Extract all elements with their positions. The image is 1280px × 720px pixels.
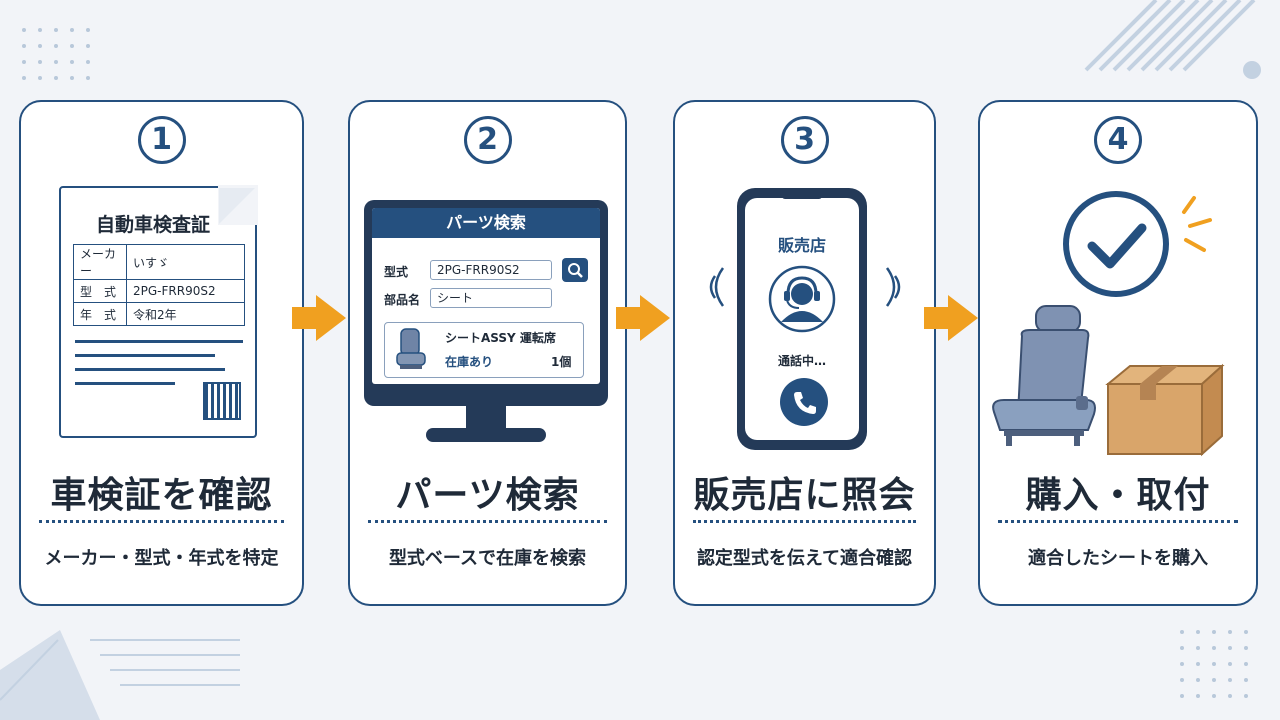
row-value: 令和2年	[126, 302, 245, 326]
divider	[998, 520, 1238, 523]
table-row: 年 式令和2年	[73, 302, 245, 326]
car-seat-icon	[992, 305, 1096, 446]
sound-waves-icon	[885, 267, 901, 307]
call-status: 通話中…	[777, 354, 826, 368]
search-result-item[interactable]: シートASSY 運転席 在庫あり 1個	[384, 322, 584, 378]
dealer-label: 販売店	[777, 236, 826, 255]
model-label: 型式	[384, 265, 409, 279]
row-value: いすゞ	[126, 244, 245, 280]
step-description: 型式ベースで在庫を検索	[388, 548, 587, 569]
step-number: 2	[463, 116, 512, 164]
checkmark-icon	[1063, 191, 1169, 297]
step-description: 認定型式を伝えて適合確認	[696, 548, 913, 569]
table-row: メーカーいすゞ	[73, 244, 245, 280]
divider	[693, 520, 916, 523]
part-input[interactable]: シート	[430, 288, 552, 308]
monitor-icon: パーツ検索 型式 2PG-FRR90S2 部品名 シート シートASSY 運転席…	[364, 200, 608, 406]
model-input[interactable]: 2PG-FRR90S2	[430, 260, 552, 280]
step-description: メーカー・型式・年式を特定	[44, 548, 279, 569]
search-icon	[568, 263, 583, 278]
row-key: メーカー	[73, 244, 127, 280]
divider	[368, 520, 607, 523]
step-title: 車検証を確認	[50, 475, 273, 516]
stock-quantity: 1個	[551, 355, 572, 369]
stock-status: 在庫あり	[445, 355, 494, 369]
step-card-3: 3 販売店 通話中… 販売店に照会 認定型式を伝えて適合確認	[673, 100, 936, 606]
step-title: パーツ検索	[395, 475, 580, 516]
step-title: 購入・取付	[1025, 475, 1211, 516]
sound-waves-icon	[709, 267, 725, 307]
step-title: 販売店に照会	[693, 475, 916, 516]
part-label: 部品名	[384, 293, 421, 307]
cardboard-box-icon	[1105, 363, 1225, 457]
step-card-4: 4 購入・取付 適合したシートを購入	[978, 100, 1258, 606]
search-button[interactable]	[562, 258, 588, 282]
step-number: 3	[780, 116, 829, 164]
divider	[39, 520, 284, 523]
row-key: 型 式	[73, 279, 127, 303]
qr-code-icon	[203, 382, 241, 420]
search-header: パーツ検索	[372, 208, 600, 238]
parts-search-screen: パーツ検索 型式 2PG-FRR90S2 部品名 シート シートASSY 運転席…	[372, 208, 600, 384]
row-value: 2PG-FRR90S2	[126, 279, 245, 303]
car-seat-icon	[396, 328, 426, 369]
step-description: 適合したシートを購入	[1028, 548, 1208, 569]
step-card-2: 2 パーツ検索 型式 2PG-FRR90S2 部品名 シート シートASSY 運…	[348, 100, 627, 606]
row-key: 年 式	[73, 302, 127, 326]
step-number: 4	[1094, 116, 1142, 164]
sparkle-lines-icon	[1182, 196, 1212, 252]
result-name: シートASSY 運転席	[445, 331, 556, 345]
phone-icon	[794, 392, 816, 414]
certificate-title: 自動車検査証	[95, 214, 210, 236]
operator-headset-icon	[768, 265, 836, 333]
call-button[interactable]	[780, 378, 828, 426]
smartphone-icon: 販売店 通話中…	[737, 188, 867, 450]
step-number: 1	[137, 116, 186, 164]
